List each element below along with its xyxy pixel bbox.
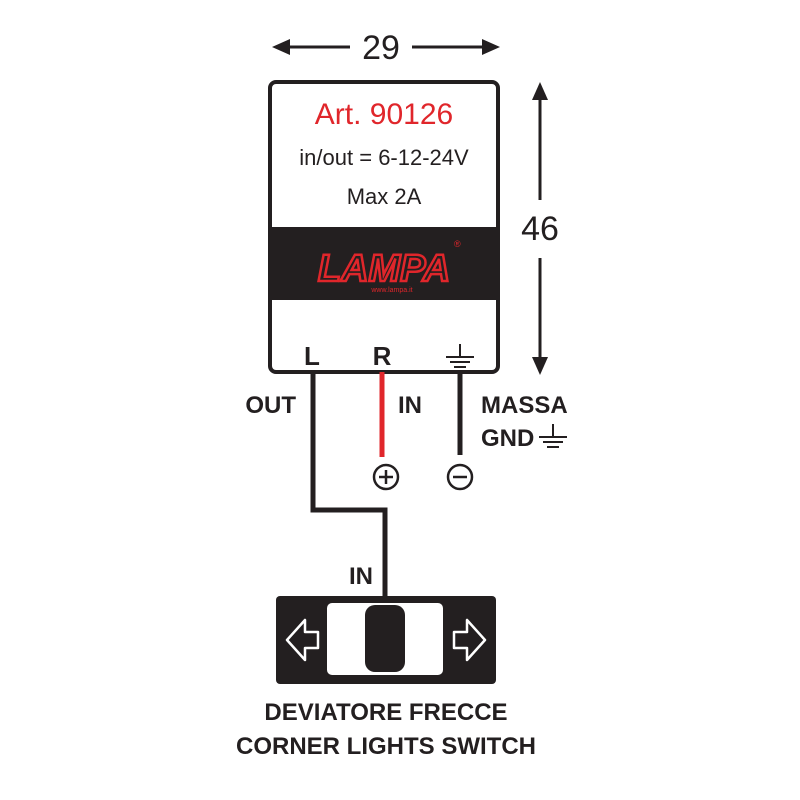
max-current-spec: Max 2A [347, 184, 422, 209]
switch-caption-italian: DEVIATORE FRECCE [264, 699, 507, 726]
gnd-label: GND [481, 425, 534, 452]
width-arrow-right-head [482, 39, 500, 55]
width-label: 29 [362, 29, 400, 67]
height-label: 46 [521, 210, 559, 248]
switch-knob [365, 605, 405, 672]
brand-registered-mark: ® [454, 239, 461, 249]
out-label: OUT [245, 392, 296, 419]
arrow-left-icon [285, 618, 320, 662]
width-dimension [272, 39, 500, 55]
brand-band [272, 227, 496, 300]
voltage-spec: in/out = 6-12-24V [299, 145, 469, 170]
corner-lights-switch [276, 596, 496, 684]
height-arrow-top-head [532, 82, 548, 100]
brand-logo: LAMPA [318, 248, 450, 290]
article-number: Art. 90126 [315, 98, 453, 131]
positive-terminal-icon [372, 463, 400, 491]
width-arrow-left-head [272, 39, 290, 55]
arrow-right-icon [452, 618, 487, 662]
gnd-ground-icon [539, 424, 567, 448]
massa-label: MASSA [481, 392, 568, 419]
height-dimension [532, 82, 548, 375]
switch-in-label: IN [349, 563, 373, 590]
in-label: IN [398, 392, 422, 419]
terminal-r-label: R [373, 341, 392, 371]
height-arrow-bottom-head [532, 357, 548, 375]
negative-terminal-icon [446, 463, 474, 491]
out-wire [310, 372, 388, 600]
switch-caption-english: CORNER LIGHTS SWITCH [236, 733, 536, 760]
terminal-l-label: L [304, 341, 320, 371]
ground-terminal-icon [446, 344, 474, 368]
brand-url: www.lampa.it [370, 287, 412, 294]
